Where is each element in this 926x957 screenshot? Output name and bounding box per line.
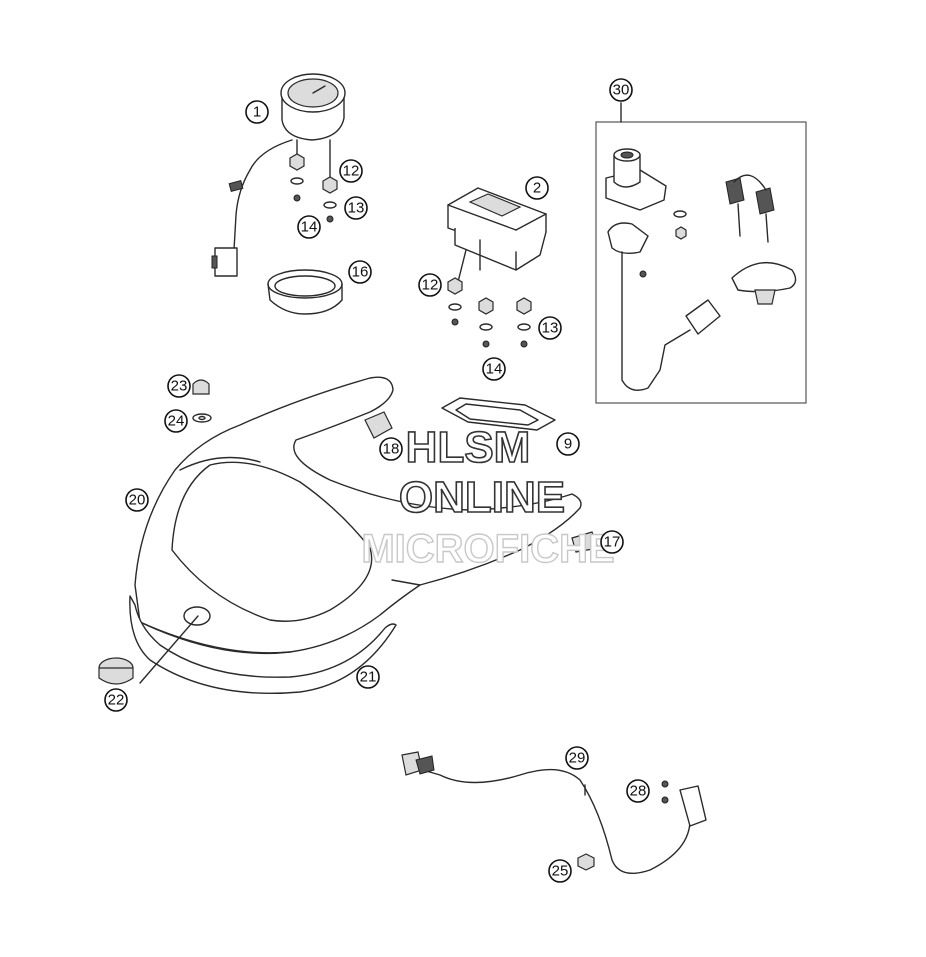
nut-set-left <box>289 153 338 223</box>
lower-trim-part <box>129 595 397 695</box>
callout-label: 28 <box>630 783 647 800</box>
callout-20: 20 <box>125 488 149 512</box>
callout-13b: 13 <box>538 316 562 340</box>
watermark-line-1: HLSM <box>406 423 531 472</box>
callout-label: 12 <box>343 163 360 180</box>
callout-label: 12 <box>422 277 439 294</box>
callout-label: 1 <box>253 104 261 121</box>
callout-24: 24 <box>164 409 188 433</box>
callout-25: 25 <box>548 859 572 883</box>
callout-label: 21 <box>360 669 377 686</box>
bracket-frame-part <box>441 397 556 431</box>
ignition-kit-part <box>595 102 807 404</box>
callout-label: 2 <box>533 180 541 197</box>
callout-1: 1 <box>245 100 269 124</box>
callout-label: 16 <box>352 264 369 281</box>
rubber-ring-part <box>267 269 343 315</box>
callout-label: 14 <box>486 361 503 378</box>
callout-label: 25 <box>552 863 569 880</box>
callout-label: 20 <box>129 492 146 509</box>
callout-29: 29 <box>565 746 589 770</box>
plug-22-part <box>98 615 199 685</box>
callout-label: 17 <box>604 534 621 551</box>
callout-23: 23 <box>167 374 191 398</box>
callout-12a: 12 <box>339 159 363 183</box>
watermark-line-3: MICROFICHE <box>361 527 614 571</box>
callout-18: 18 <box>379 437 403 461</box>
callout-label: 30 <box>613 82 630 99</box>
callout-17: 17 <box>600 530 624 554</box>
watermark-line-2: ONLINE <box>399 473 565 522</box>
callout-label: 24 <box>168 413 185 430</box>
nut-23-part <box>192 379 210 395</box>
callout-30: 30 <box>609 78 633 102</box>
callout-14a: 14 <box>297 215 321 239</box>
callout-label: 22 <box>108 692 125 709</box>
callout-label: 13 <box>348 200 365 217</box>
watermark: HLSM ONLINE MICROFICHE <box>361 422 616 572</box>
callout-9: 9 <box>556 432 580 456</box>
callout-12b: 12 <box>418 273 442 297</box>
callout-label: 29 <box>569 750 586 767</box>
washer-24-part <box>192 413 212 423</box>
clip-17-part <box>571 531 599 553</box>
callout-label: 18 <box>383 441 400 458</box>
callout-label: 13 <box>542 320 559 337</box>
callout-22: 22 <box>104 688 128 712</box>
callout-label: 23 <box>171 378 188 395</box>
callout-21: 21 <box>356 665 380 689</box>
callout-label: 9 <box>564 436 572 453</box>
callout-label: 14 <box>301 219 318 236</box>
callout-14b: 14 <box>482 357 506 381</box>
headlight-mask-part <box>134 376 582 655</box>
digital-speedometer-part <box>447 187 547 291</box>
clip-18-part <box>364 411 393 439</box>
sensor-cable-part <box>401 751 707 874</box>
nut-set-right <box>447 277 532 348</box>
callout-2: 2 <box>525 176 549 200</box>
speedometer-part <box>211 73 346 277</box>
callout-16: 16 <box>348 260 372 284</box>
callout-28: 28 <box>626 779 650 803</box>
callout-13a: 13 <box>344 196 368 220</box>
